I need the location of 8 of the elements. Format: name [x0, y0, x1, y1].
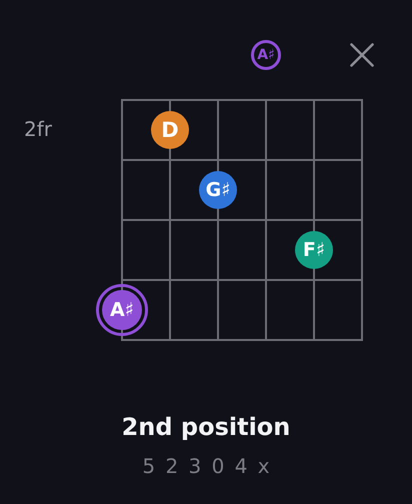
root-note-dot: A♯ — [96, 284, 148, 336]
finger-dot: F♯ — [295, 231, 333, 269]
open-string-marker: A♯ — [251, 40, 281, 70]
finger-dot: D — [151, 111, 189, 149]
finger-dot: G♯ — [199, 171, 237, 209]
fret-number: 2fr — [24, 118, 52, 141]
title: 2nd position — [122, 414, 290, 442]
fingering-text: 5 2 3 0 4 x — [141, 455, 272, 478]
